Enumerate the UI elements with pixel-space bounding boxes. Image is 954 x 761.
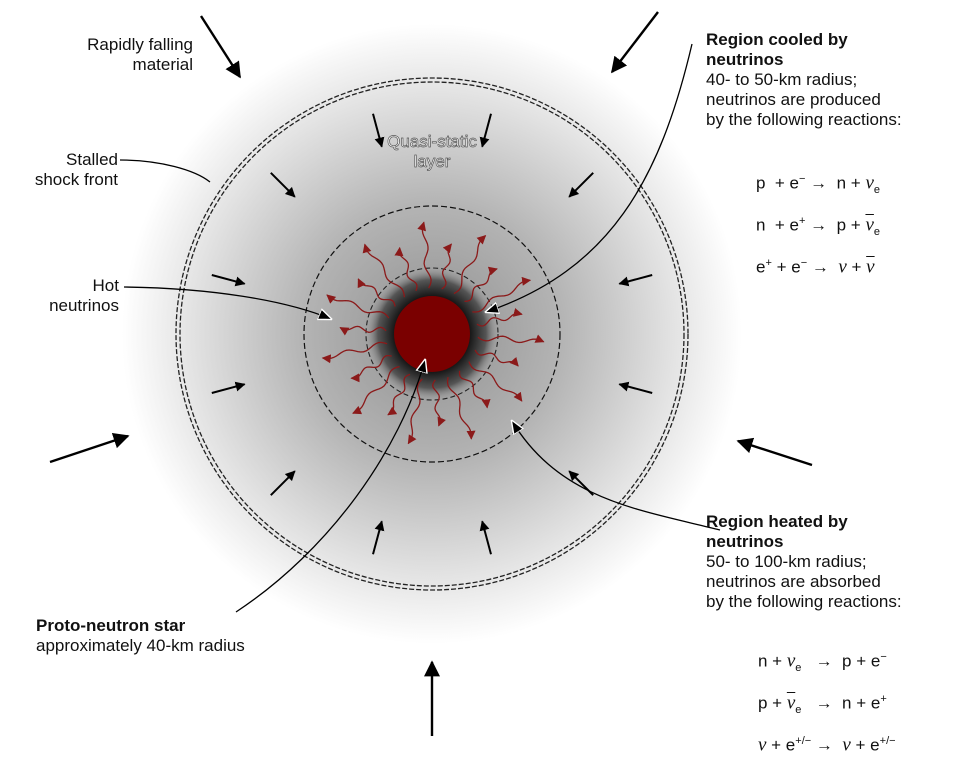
infall-arrow bbox=[479, 113, 492, 148]
cooled-reactions: p + e− → n + νe n + e+ → p + νe e+ + e− … bbox=[756, 164, 880, 283]
infall-arrow bbox=[568, 172, 594, 198]
label-heated-region: Region heated by neutrinos 50- to 100-km… bbox=[706, 512, 902, 611]
cooled-region-boundary bbox=[365, 267, 499, 401]
reaction-heat-2: p + νe → n + e+ bbox=[758, 692, 887, 717]
infall-arrow bbox=[211, 381, 246, 394]
label-rapidly-falling: Rapidly falling material bbox=[87, 35, 193, 74]
infall-arrow bbox=[618, 274, 653, 287]
neutrino-arrow bbox=[362, 243, 406, 298]
neutrino-arrow bbox=[321, 341, 388, 364]
heated-region-boundary bbox=[303, 205, 561, 463]
infall-arrows bbox=[211, 113, 653, 555]
infall-arrow bbox=[211, 274, 246, 287]
rapid-infall-arrow bbox=[736, 437, 813, 467]
stalled-shock-leader bbox=[119, 159, 211, 183]
neutrino-arrow bbox=[394, 246, 418, 292]
neutrino-arrow bbox=[441, 243, 452, 290]
heated-reactions: n + νe → p + e− p + νe → n + e+ ν + e+/−… bbox=[758, 642, 896, 761]
neutrino-arrow bbox=[387, 373, 411, 416]
neutrino-arrow bbox=[407, 378, 423, 445]
reaction-cool-2: n + e+ → p + νe bbox=[756, 214, 881, 239]
reaction-cool-1: p + e− → n + νe bbox=[756, 172, 881, 197]
supernova-diagram bbox=[49, 11, 813, 736]
infall-arrow bbox=[618, 381, 653, 394]
label-hot-neutrinos: Hot neutrinos bbox=[49, 276, 119, 315]
neutrino-arrow bbox=[476, 308, 523, 327]
neutrino-arrow bbox=[477, 334, 545, 344]
reaction-heat-3: ν + e+/− → ν + e+/− bbox=[758, 734, 896, 756]
rapid-infall-arrow bbox=[49, 432, 130, 464]
label-cooled-region: Region cooled by neutrinos 40- to 50-km … bbox=[706, 30, 902, 129]
neutrino-arrow bbox=[468, 361, 523, 402]
neutrino-arrow bbox=[339, 325, 387, 336]
neutrino-arrow bbox=[446, 376, 476, 440]
neutrino-arrow bbox=[352, 365, 400, 415]
infall-arrow bbox=[372, 520, 385, 555]
stalled-shock-front bbox=[175, 77, 689, 591]
infall-arrow bbox=[270, 470, 296, 496]
neutrino-arrow bbox=[458, 370, 491, 409]
neutrino-arrow bbox=[417, 221, 432, 289]
neutrino-arrow bbox=[350, 354, 392, 383]
neutrino-arrow bbox=[326, 294, 390, 319]
infall-arrow bbox=[270, 172, 296, 198]
reaction-cool-3: e+ + e− → ν + ν bbox=[756, 256, 875, 278]
hot-neutrinos-leader bbox=[123, 286, 331, 319]
rapid-infall-arrows bbox=[49, 11, 813, 736]
rapid-infall-arrow bbox=[611, 11, 659, 74]
proto-neutron-star-core bbox=[394, 296, 470, 372]
neutrino-arrow bbox=[453, 234, 487, 295]
heated-region-leader bbox=[512, 421, 721, 531]
neutrino-arrow bbox=[357, 278, 396, 307]
proto-neutron-leader bbox=[235, 360, 425, 613]
label-proto-neutron-star: Proto-neutron star approximately 40-km r… bbox=[36, 616, 245, 655]
neutrino-arrow bbox=[464, 266, 498, 303]
cooled-region-leader bbox=[486, 43, 693, 312]
rapid-infall-arrow bbox=[199, 15, 242, 79]
label-quasi-static: Quasi-static layer bbox=[387, 132, 477, 172]
label-stalled-shock: Stalled shock front bbox=[34, 150, 118, 189]
reaction-heat-1: n + νe → p + e− bbox=[758, 650, 887, 675]
leader-lines bbox=[119, 43, 721, 613]
infall-arrow bbox=[372, 113, 385, 148]
neutrino-arrow bbox=[432, 379, 446, 427]
infall-arrow bbox=[479, 520, 492, 555]
neutrino-arrow bbox=[474, 349, 519, 367]
